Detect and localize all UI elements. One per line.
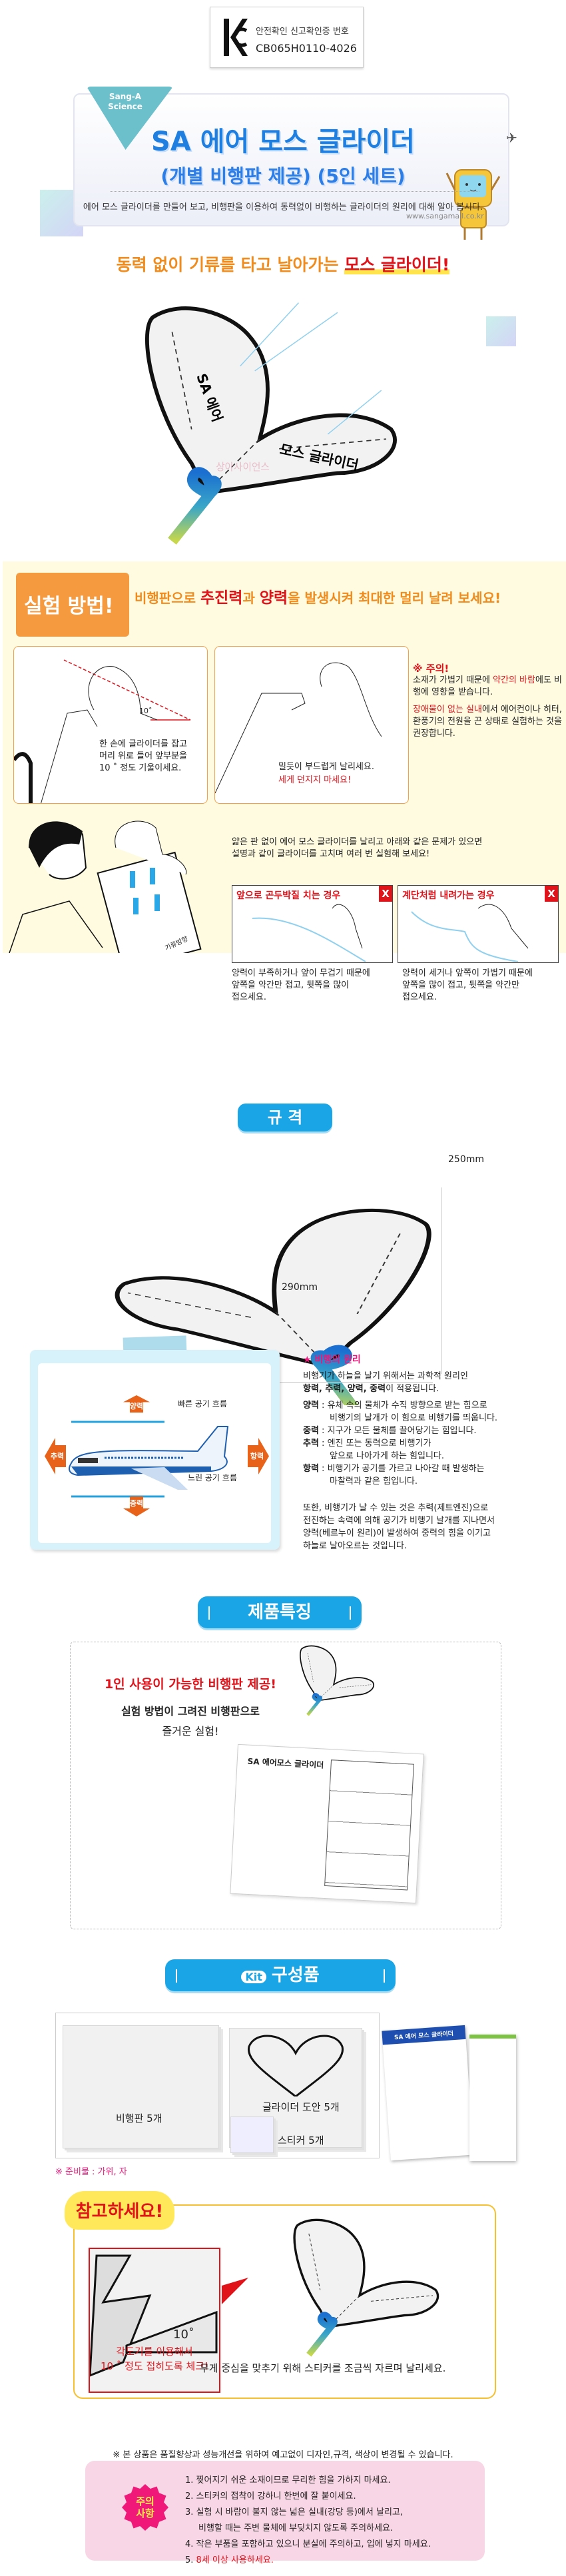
warning-item: 비행할 때는 주변 물체에 부딪치지 않도록 주의하세요. xyxy=(198,2523,394,2533)
sticker-tip: 무게 중심을 맞추기 위해 스티커를 조금씩 자르며 날리세요. xyxy=(200,2362,446,2374)
width-dimension-line xyxy=(127,1382,433,1383)
headline: 동력 없이 기류를 타고 날아가는 모스 글라이더! xyxy=(0,252,566,276)
force-definitions: 양력 : 유체 속의 물체가 수직 방향으로 받는 힘으로 비행기의 날개가 이… xyxy=(303,1401,498,1486)
kit-badge: Kit xyxy=(241,1971,266,1983)
kit-item-label: 스티커 5개 xyxy=(278,2134,324,2146)
def-thrust: 추력 : 엔진 또는 동력으로 비행기가 xyxy=(303,1439,431,1449)
divider xyxy=(110,191,479,192)
drag-arrow: 항력 xyxy=(248,1438,269,1474)
step2-warning: 세게 던지지 마세요! xyxy=(278,775,352,785)
hero-glider-image: SA 에어 모스 글라이더 상아사이언스 xyxy=(67,302,453,546)
stairstep-path-illustration xyxy=(411,904,529,962)
reference-glider-image xyxy=(233,2211,486,2358)
thrust-arrow: 추력 xyxy=(45,1438,66,1474)
angle-label: 10˚ xyxy=(139,707,152,715)
case-nosedive: 앞으로 곤두박질 치는 경우 X xyxy=(232,885,393,963)
paper-plane-icon: ✈ xyxy=(506,130,517,146)
caution-note: ※ 주의! 소재가 가볍기 때문에 약간의 바람에도 비행에 영향을 받습니다.… xyxy=(413,663,562,739)
experiment-badge: 실험 방법! xyxy=(16,573,129,637)
features-heading: 제품특징 xyxy=(198,1596,362,1628)
decor-square xyxy=(486,316,516,346)
kit-item-label: 비행판 5개 xyxy=(116,2112,162,2124)
robot-mascot-icon xyxy=(445,169,501,240)
slow-airflow-label: 느린 공기 흐름 xyxy=(188,1473,237,1482)
case-stairstep: 계단처럼 내려가는 경우 X xyxy=(398,885,559,963)
warning-item: 2. 스티커의 접착이 강하니 한번에 잘 붙이세요. xyxy=(185,2491,356,2501)
features-headline: 1인 사용이 가능한 비행판 제공! xyxy=(104,1677,277,1692)
warning-item: 3. 실험 시 바람이 불지 않는 넓은 실내(강당 등)에서 날리고, xyxy=(185,2507,403,2517)
features-line2: 즐거운 실험! xyxy=(162,1725,219,1738)
nosedive-path-illustration xyxy=(252,904,366,962)
brand-label: Sang-A Science xyxy=(108,92,142,111)
lift-arrow: 양력 xyxy=(123,1395,150,1413)
fast-airflow-label: 빠른 공기 흐름 xyxy=(178,1399,227,1409)
website-link[interactable]: www.sangamall.co.kr xyxy=(406,212,484,220)
step2-panel: 밀듯이 부드럽게 날리세요. 세게 던지지 마세요! xyxy=(214,646,409,804)
width-label: 290mm xyxy=(282,1282,318,1293)
kc-number: CB065H0110-4026 xyxy=(256,42,357,55)
warning-item: 5. 8세 이상 사용하세요. xyxy=(185,2555,274,2565)
sticker-item xyxy=(230,2116,274,2153)
headline-highlight: 모스 글라이더! xyxy=(344,255,450,274)
hand-release-illustration xyxy=(215,662,382,794)
boy-with-board-illustration xyxy=(9,820,202,953)
warning-item: 4. 작은 부품을 포함하고 있으니 분실에 주의하고, 입에 넣지 마세요. xyxy=(185,2539,431,2549)
product-change-notice: ※ 본 상품은 품질향상과 성능개선을 위하여 예고없이 디자인,규격, 색상이… xyxy=(113,2450,453,2460)
hand-launch-illustration xyxy=(14,659,191,803)
watermark: 상아사이언스 xyxy=(216,462,270,473)
kit-item-label: 글라이더 도안 5개 xyxy=(262,2101,340,2113)
kc-certification-box: 안전확인 신고확인증 번호 CB065H0110-4026 xyxy=(210,7,364,68)
prep-note: ※ 준비물 : 가위, 자 xyxy=(55,2167,127,2177)
flight-board-image: SA 에어모스 글라이더 xyxy=(230,1744,424,1904)
manual-flyer: SA 에어 모스 글라이더 xyxy=(382,2025,474,2161)
kc-label: 안전확인 신고확인증 번호 xyxy=(256,27,349,37)
flight-board-item xyxy=(63,2025,219,2148)
height-dimension-line xyxy=(441,1187,442,1374)
x-mark-icon: X xyxy=(545,886,558,902)
principle-title: ★ 비행의 원리 xyxy=(303,1355,361,1365)
product-subtitle: (개별 비행판 제공) (5인 세트) xyxy=(160,165,406,187)
warning-item: 1. 찢어지기 쉬운 소재이므로 무리한 힘을 가하지 마세요. xyxy=(185,2475,391,2485)
features-line1: 실험 방법이 그려진 비행판으로 xyxy=(121,1705,260,1718)
product-title: SA 에어 모스 글라이더 xyxy=(151,127,415,157)
spec-heading: 규 격 xyxy=(238,1104,332,1131)
heart-template-icon xyxy=(247,2035,344,2096)
fold-closeup-image: 10˚ xyxy=(89,2248,220,2393)
airplane-icon xyxy=(69,1426,229,1490)
reference-badge: 참고하세요! xyxy=(65,2191,174,2230)
def-lift: 양력 : 유체 속의 물체가 수직 방향으로 받는 힘으로 xyxy=(303,1401,487,1411)
kc-logo-icon xyxy=(224,19,248,56)
experiment-heading: 비행판으로 추진력과 양력을 발생시켜 최대한 멀리 날려 보세요! xyxy=(135,589,501,607)
manual-flyer-back xyxy=(469,2035,516,2161)
def-gravity: 중력 : 지구가 모든 물체를 끌어당기는 힘입니다. xyxy=(303,1426,477,1436)
step2-text: 밀듯이 부드럽게 날리세요. xyxy=(278,762,374,772)
headline-text: 동력 없이 기류를 타고 날아가는 xyxy=(116,255,345,274)
feature-glider-image xyxy=(290,1629,377,1729)
kit-contents-box: 비행판 5개 글라이더 도안 5개 스티커 5개 xyxy=(55,2013,380,2158)
experiment-section: 실험 방법! 비행판으로 추진력과 양력을 발생시켜 최대한 멀리 날려 보세요… xyxy=(3,561,566,1002)
def-drag: 항력 : 비행기가 공기를 가르고 나아갈 때 발생하는 xyxy=(303,1464,485,1474)
product-description: 에어 모스 글라이더를 만들어 보고, 비행판을 이용하여 동력없이 비행하는 … xyxy=(83,202,483,212)
x-mark-icon: X xyxy=(379,886,392,902)
features-box: 1인 사용이 가능한 비행판 제공! 실험 방법이 그려진 비행판으로 즐거운 … xyxy=(70,1642,501,1929)
airflow-arrows xyxy=(71,1421,164,1498)
flight-principle-diagram: 양력 중력 추력 항력 빠른 공기 흐름 느린 공기 흐름 xyxy=(30,1350,280,1550)
height-label: 250mm xyxy=(448,1154,484,1165)
